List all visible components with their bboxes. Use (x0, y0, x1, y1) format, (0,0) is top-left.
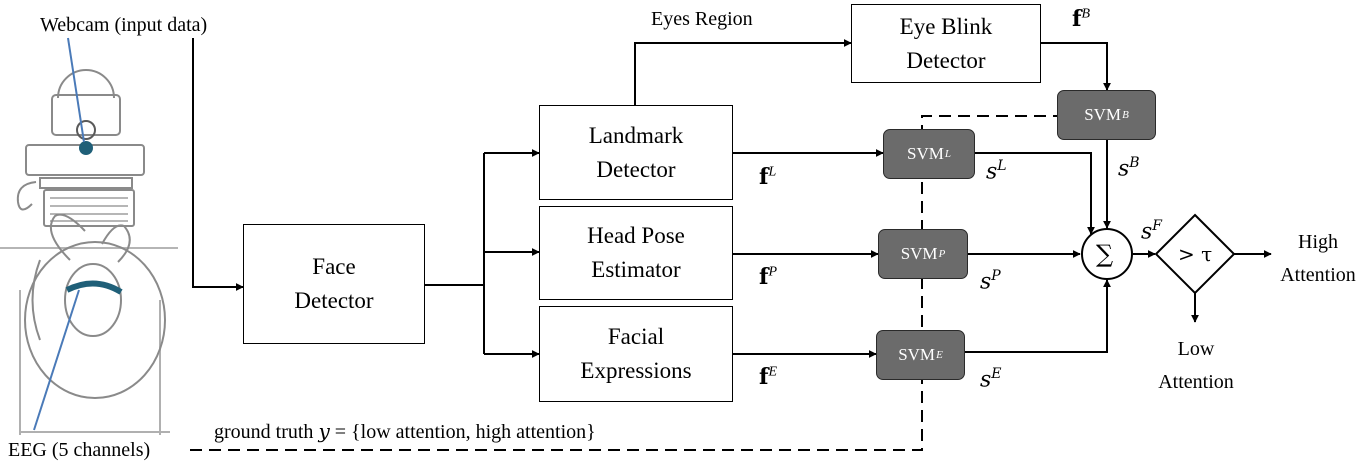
facial-expressions-box: Facial Expressions (539, 306, 733, 402)
feature-expression-label: fE (759, 364, 778, 390)
head-pose-estimator-box: Head Pose Estimator (539, 206, 733, 300)
low-attention-label: Low Attention (1158, 338, 1234, 393)
score-landmark-label: sL (986, 158, 1007, 185)
webcam-label: Webcam (input data) (40, 14, 208, 36)
eeg-pointer (33, 289, 80, 431)
face-detector-box: Face Detector (243, 224, 425, 344)
webcam-to-face-detector-arrow (192, 38, 244, 291)
score-pose-label: sP (980, 268, 1001, 295)
landmark-detector-box: Landmark Detector (539, 105, 733, 200)
sL-arrow (975, 152, 1095, 235)
score-blink-label: sB (1118, 155, 1140, 182)
webcam-icon (79, 141, 93, 155)
sE-arrow (965, 279, 1111, 353)
fB-arrow (1040, 42, 1111, 91)
eeg-headband-icon (65, 280, 123, 295)
webcam-pointer (67, 37, 85, 143)
high-attention-label: High Attention (1280, 231, 1356, 286)
sum-node (1081, 228, 1133, 280)
score-fused-label: sF (1141, 218, 1163, 245)
feature-blink-label: fB (1072, 6, 1091, 32)
eye-blink-detector-box: Eye Blink Detector (851, 4, 1041, 83)
eeg-label: EEG (5 channels) (8, 439, 151, 461)
ground-truth-label: ground truth y = {low attention, high at… (214, 419, 596, 443)
ground-truth-dashed-line (190, 115, 1057, 451)
eyes-region-arrow (634, 39, 852, 105)
eyes-region-label: Eyes Region (651, 8, 753, 30)
user-workstation-illustration (0, 69, 178, 435)
sum-symbol: ∑ (1096, 240, 1114, 268)
score-expression-label: sE (980, 366, 1002, 393)
feature-pose-label: fP (759, 264, 778, 290)
threshold-symbol: > τ (1178, 242, 1213, 266)
feature-landmark-label: fL (759, 164, 777, 190)
threshold-decision (1154, 213, 1236, 295)
